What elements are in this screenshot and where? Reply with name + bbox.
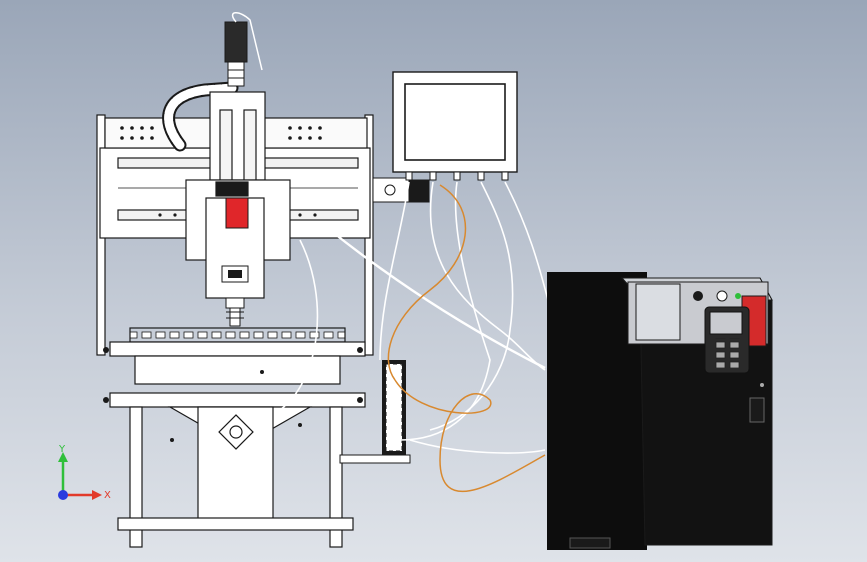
vertical-cable-chain [339, 360, 411, 464]
work-table [109, 327, 366, 548]
orange-cables [387, 184, 546, 493]
bolt-holes [120, 126, 322, 217]
z-column [209, 91, 266, 181]
panel-window [635, 283, 681, 341]
panel-button [716, 290, 728, 302]
white-cables [279, 181, 549, 454]
panel-button [693, 291, 703, 301]
side-connector [372, 177, 430, 203]
base-plate [117, 517, 354, 531]
spindle-tool [225, 297, 245, 327]
lower-rail [109, 392, 366, 408]
handheld-pendant-icon [704, 306, 750, 374]
x-axis-label: X [104, 490, 111, 501]
status-lamp [735, 293, 741, 299]
y-axis-label: Y [58, 444, 66, 455]
cabinet-latch [749, 397, 765, 423]
z-carriage [185, 91, 291, 299]
spindle-highlight [225, 197, 249, 229]
table-top-rail [109, 341, 366, 357]
coordinate-axes-icon: Y X [58, 444, 111, 501]
t-slot-table [129, 327, 346, 343]
z-axis-motor [224, 21, 248, 87]
stepper-motor-icon [224, 21, 248, 63]
monitor-icon [392, 71, 518, 181]
